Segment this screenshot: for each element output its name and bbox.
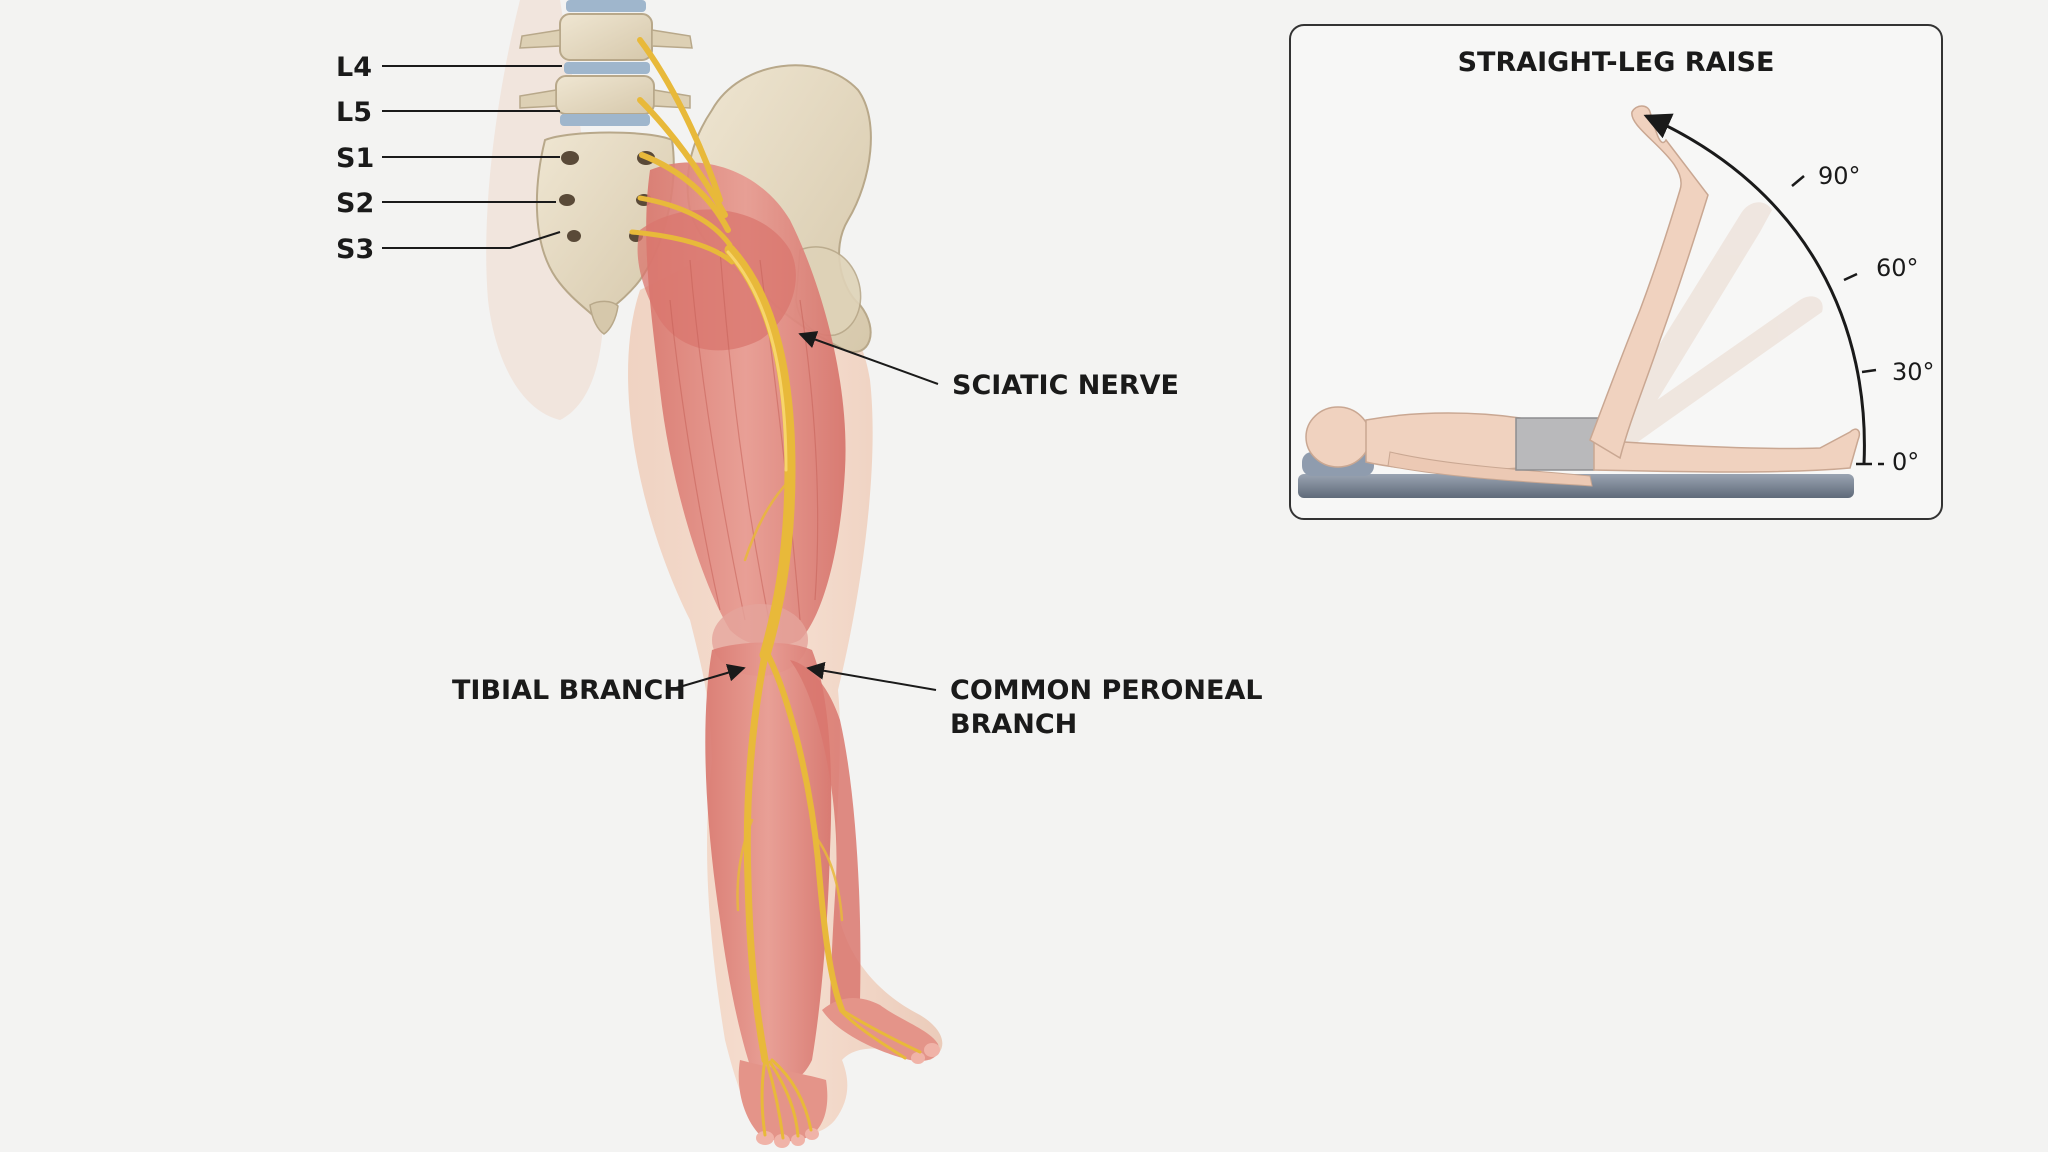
leader-s3: [382, 231, 561, 249]
sciatic-nerve: [629, 37, 922, 1140]
label-sciatic-nerve: SCIATIC NERVE: [952, 370, 1179, 401]
inset-title: STRAIGHT-LEG RAISE: [1458, 47, 1775, 78]
patient-head: [1305, 406, 1371, 468]
label-tibial-branch: TIBIAL BRANCH: [452, 675, 686, 706]
label-l4: L4: [336, 52, 372, 83]
patient-figure: [1305, 105, 1861, 487]
foot-left: [738, 1060, 828, 1142]
leader-common-peroneal: [806, 661, 937, 691]
medial-calf-muscle: [790, 660, 861, 1024]
ghost-legs: [1600, 202, 1823, 458]
angle-label-60: 60°: [1876, 254, 1919, 282]
nerve-labels: SCIATIC NERVE TIBIAL BRANCH COMMON PERON…: [452, 331, 1263, 740]
patient-raised-leg: [1589, 105, 1709, 460]
exam-table: [1298, 474, 1854, 498]
angle-label-0: 0°: [1892, 448, 1919, 476]
toes: [756, 1043, 940, 1148]
sacrum-bone: [535, 131, 675, 322]
angle-ticks: [1791, 175, 1884, 466]
leader-tibial-branch: [675, 663, 746, 689]
label-s2: S2: [336, 188, 374, 219]
angle-arc: [1643, 113, 1866, 465]
patient-resting-leg: [1593, 428, 1861, 473]
label-common-peroneal-line2: BRANCH: [950, 709, 1077, 740]
inset-frame: [1289, 24, 1943, 520]
label-s1: S1: [336, 143, 374, 174]
patient-shorts: [1515, 417, 1601, 471]
spine-level-labels: L4 L5 S1 S2 S3: [336, 52, 562, 265]
label-s3: S3: [336, 234, 374, 265]
leader-sciatic-nerve: [798, 331, 939, 385]
straight-leg-raise-inset: STRAIGHT-LEG RAISE 90°: [1289, 24, 1943, 520]
lumbar-vertebrae: [519, 0, 693, 126]
label-l5: L5: [336, 97, 372, 128]
gluteal-muscle: [637, 209, 796, 351]
angle-label-90: 90°: [1818, 162, 1861, 190]
label-common-peroneal-line1: COMMON PERONEAL: [950, 675, 1263, 706]
coccyx-bone: [589, 300, 619, 335]
anatomy-illustration: [486, 0, 943, 1148]
patient-arm: [1387, 451, 1593, 487]
angle-label-30: 30°: [1892, 358, 1935, 386]
